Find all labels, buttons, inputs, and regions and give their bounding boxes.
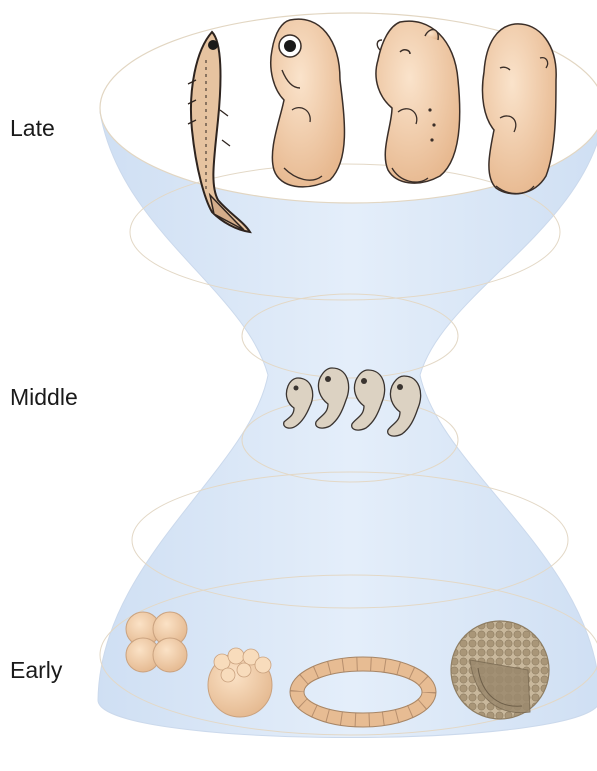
human-embryo — [482, 24, 556, 194]
stage-label-late: Late — [10, 115, 55, 141]
stage-label-early: Early — [10, 657, 63, 683]
stage-label-middle: Middle — [10, 384, 78, 410]
pig-embryo — [376, 21, 460, 183]
morula — [208, 648, 272, 717]
blastula-sphere — [451, 621, 549, 719]
